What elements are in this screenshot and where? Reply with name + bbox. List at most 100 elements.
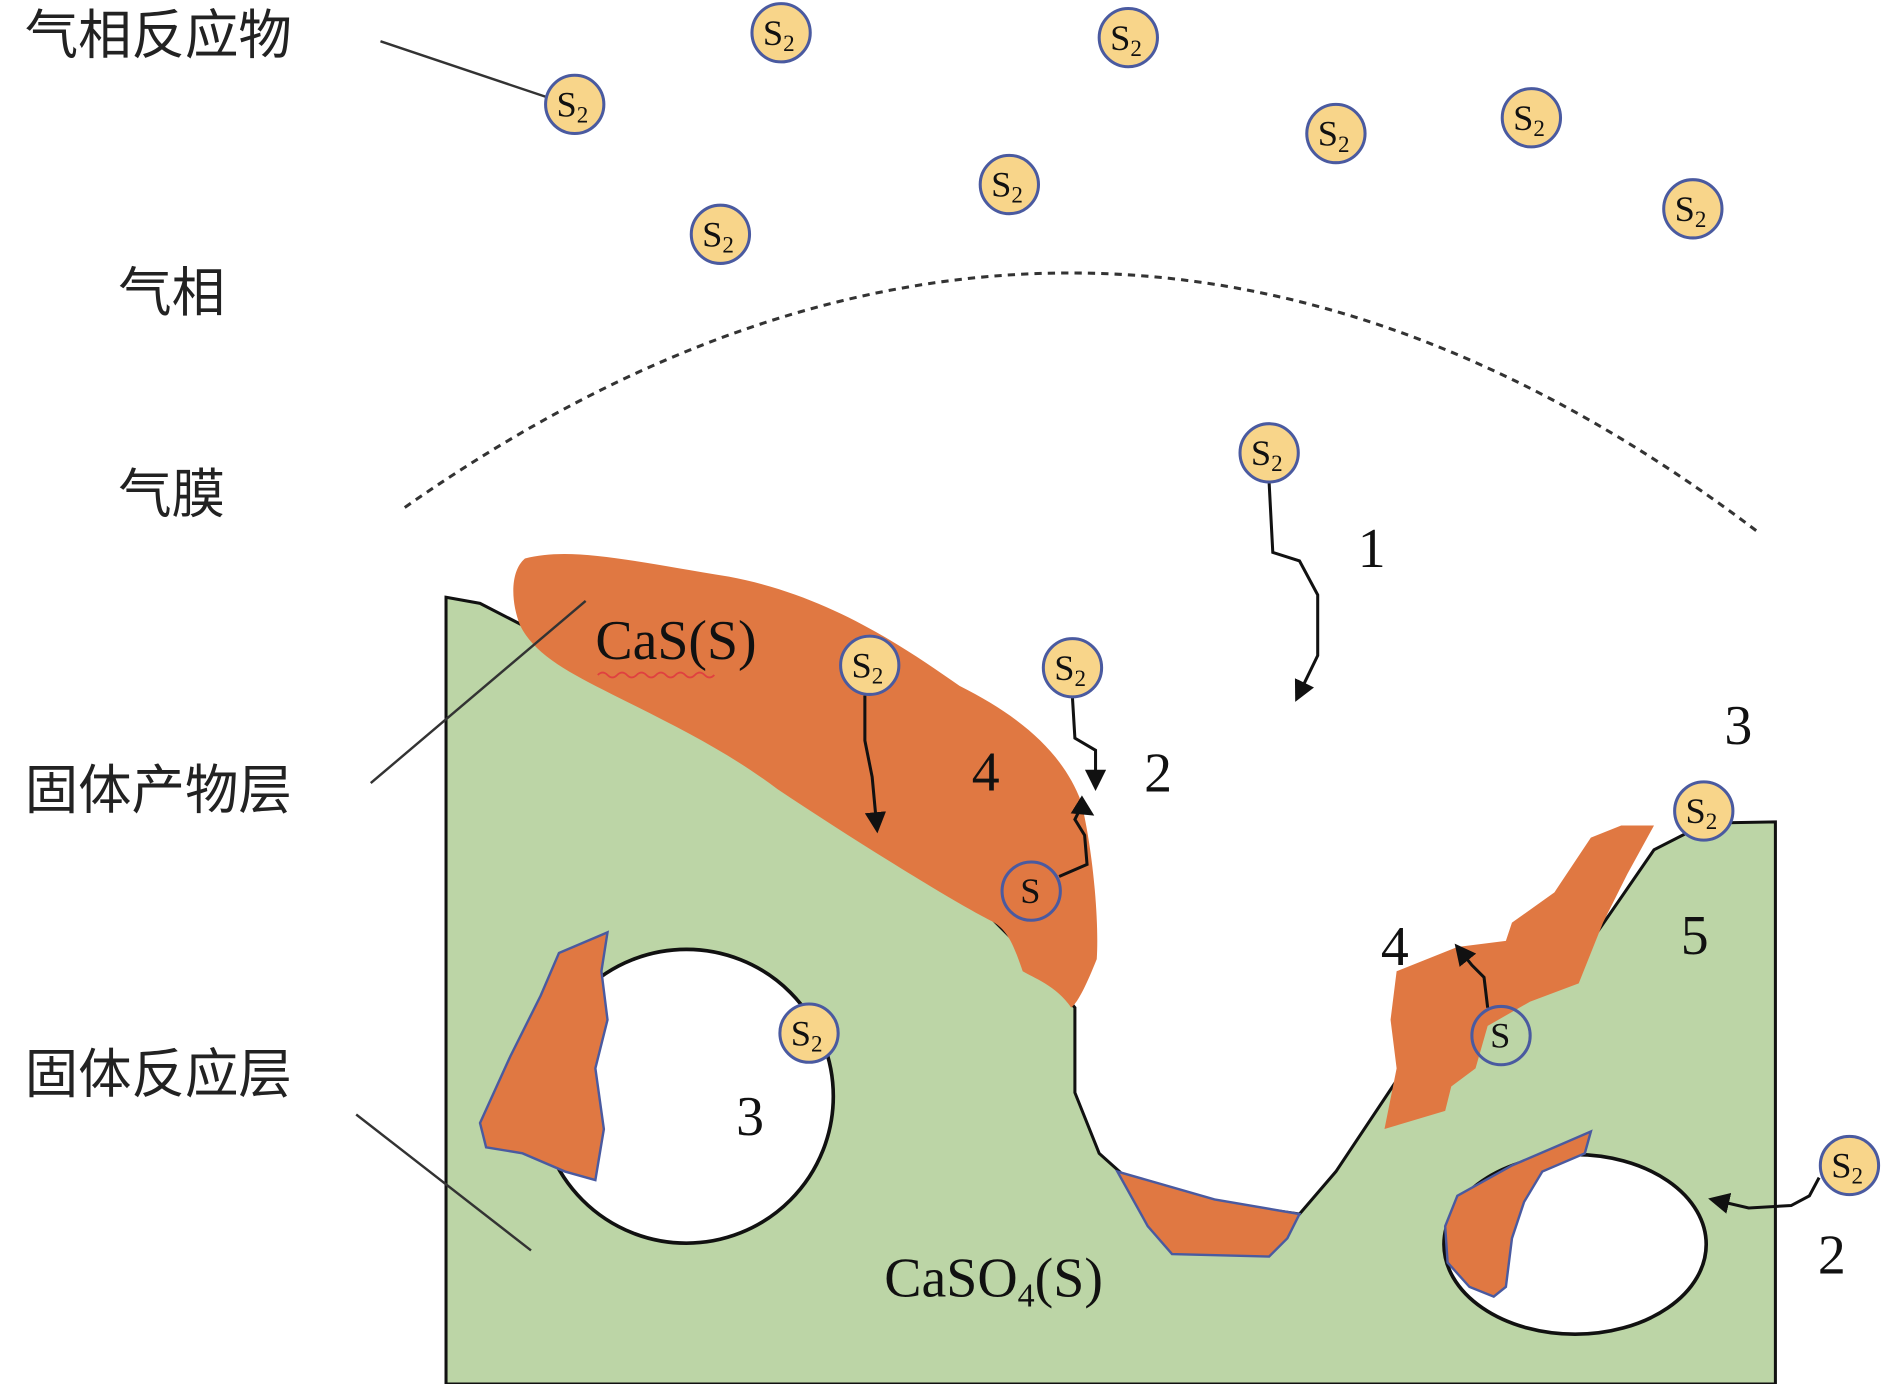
molecule-subscript: 2 xyxy=(1075,665,1087,691)
molecule-subscript: 2 xyxy=(1271,450,1283,476)
label-cas: CaS(S) xyxy=(595,610,756,672)
molecule-formula: S2 xyxy=(791,1013,823,1056)
label-caso4: CaSO4(S) xyxy=(884,1248,1103,1315)
molecule-symbol: S xyxy=(991,165,1011,205)
molecule-subscript: 2 xyxy=(811,1030,823,1056)
molecule-circle xyxy=(544,73,606,136)
s2-molecule: S2 xyxy=(689,203,752,265)
molecule-formula: S2 xyxy=(1686,791,1718,834)
s2-molecule: S2 xyxy=(778,1002,840,1064)
molecule-circle xyxy=(1041,637,1104,699)
caso4-suffix: (S) xyxy=(1035,1248,1103,1310)
molecule-subscript: 2 xyxy=(577,102,589,128)
product-layer-pore-right xyxy=(1443,1129,1593,1298)
molecule-circle xyxy=(1818,1134,1881,1197)
molecule-symbol: S xyxy=(852,645,872,685)
molecule-subscript: 2 xyxy=(1338,131,1350,157)
molecule-formula: S2 xyxy=(1831,1146,1863,1189)
s2-molecule: S2 xyxy=(544,73,606,136)
leader-product-layer xyxy=(369,600,587,784)
molecule-circle xyxy=(689,203,752,265)
spellcheck-underline xyxy=(597,671,715,679)
molecule-subscript: 2 xyxy=(1706,808,1718,834)
molecule-symbol: S xyxy=(1318,114,1338,154)
molecule-formula: S2 xyxy=(1318,114,1350,157)
label-solid-product-layer: 固体产物层 xyxy=(25,759,292,822)
s2-molecule: S2 xyxy=(1041,637,1104,699)
molecule-circle xyxy=(778,1002,840,1064)
diffusion-arrows xyxy=(863,483,1821,1214)
s-atom: S xyxy=(1000,860,1062,922)
molecule-formula: S xyxy=(1490,1016,1510,1056)
molecule-formula: S2 xyxy=(702,214,734,257)
step-3-pore: 3 xyxy=(736,1086,764,1148)
s2-molecule: S2 xyxy=(1500,87,1563,149)
s2-molecule: S2 xyxy=(1673,780,1735,842)
arrow-s-to-surface xyxy=(1058,795,1095,878)
arrow-step1 xyxy=(1267,483,1320,702)
step-3-right: 3 xyxy=(1724,695,1752,757)
product-layer-right xyxy=(1384,825,1654,1130)
arrow-step4-right xyxy=(1454,943,1490,1008)
molecule-circle xyxy=(1470,1004,1532,1067)
molecule-symbol: S xyxy=(1831,1146,1851,1186)
molecule-symbol: S xyxy=(1686,791,1706,831)
label-solid-reactant-layer: 固体反应层 xyxy=(25,1043,292,1106)
molecule-symbol: S xyxy=(1513,98,1533,138)
step-4-left: 4 xyxy=(972,741,1000,803)
molecule-formula: S2 xyxy=(1251,433,1283,476)
molecule-symbol: S xyxy=(1251,433,1271,473)
arrow-step2-pore xyxy=(1708,1176,1821,1214)
s2-molecule: S2 xyxy=(978,153,1040,216)
molecule-symbol: S xyxy=(1675,189,1695,229)
label-gas-reactant: 气相反应物 xyxy=(25,3,292,66)
step-2-pore: 2 xyxy=(1818,1225,1846,1287)
molecule-formula: S2 xyxy=(991,165,1023,208)
molecule-symbol: S xyxy=(557,85,577,125)
molecule-symbol: S xyxy=(763,13,783,53)
molecule-circle xyxy=(1500,87,1563,149)
molecule-symbol: S xyxy=(1110,18,1130,58)
caso4-sub: 4 xyxy=(1018,1277,1035,1314)
molecule-circle xyxy=(839,634,901,696)
molecule-circle xyxy=(1673,780,1735,842)
molecule-subscript: 2 xyxy=(1130,35,1142,61)
molecule-circle xyxy=(1097,6,1159,69)
molecule-subscript: 2 xyxy=(1533,115,1545,141)
molecule-formula: S2 xyxy=(763,13,795,56)
product-layer-pore-left xyxy=(478,930,610,1182)
s2-molecule: S2 xyxy=(1238,422,1300,484)
molecule-formula: S2 xyxy=(1675,189,1707,232)
s2-molecule: S2 xyxy=(1305,102,1367,165)
molecule-subscript: 2 xyxy=(1695,206,1707,232)
leader-reactant-layer xyxy=(355,1113,532,1252)
s2-molecule: S2 xyxy=(839,634,901,696)
step-4-right: 4 xyxy=(1381,916,1409,978)
arrow-step2-surface xyxy=(1070,697,1107,791)
step-1: 1 xyxy=(1358,518,1386,580)
molecule-formula: S2 xyxy=(1513,98,1545,141)
molecule-circle xyxy=(750,2,812,64)
label-gas-phase: 气相 xyxy=(118,261,225,324)
molecule-subscript: 2 xyxy=(722,232,734,258)
product-layer-pit xyxy=(1114,1169,1302,1258)
molecule-circle xyxy=(1662,178,1724,240)
molecule-circle xyxy=(978,153,1040,216)
molecule-symbol: S xyxy=(702,214,722,254)
molecule-circle xyxy=(1000,860,1062,922)
s2-molecule: S2 xyxy=(1818,1134,1881,1197)
product-layer-top xyxy=(513,553,1098,1008)
molecule-symbol: S xyxy=(1020,871,1040,911)
molecule-symbol: S xyxy=(1490,1016,1510,1056)
molecule-formula: S2 xyxy=(1110,18,1142,61)
leader-gas-reactant xyxy=(380,40,548,99)
molecule-formula: S2 xyxy=(852,645,884,688)
s2-molecule: S2 xyxy=(750,2,812,64)
molecule-subscript: 2 xyxy=(783,30,795,56)
step-2-surface: 2 xyxy=(1144,743,1172,805)
molecule-symbol: S xyxy=(791,1013,811,1053)
molecule-subscript: 2 xyxy=(1011,182,1023,208)
molecule-circle xyxy=(1238,422,1300,484)
